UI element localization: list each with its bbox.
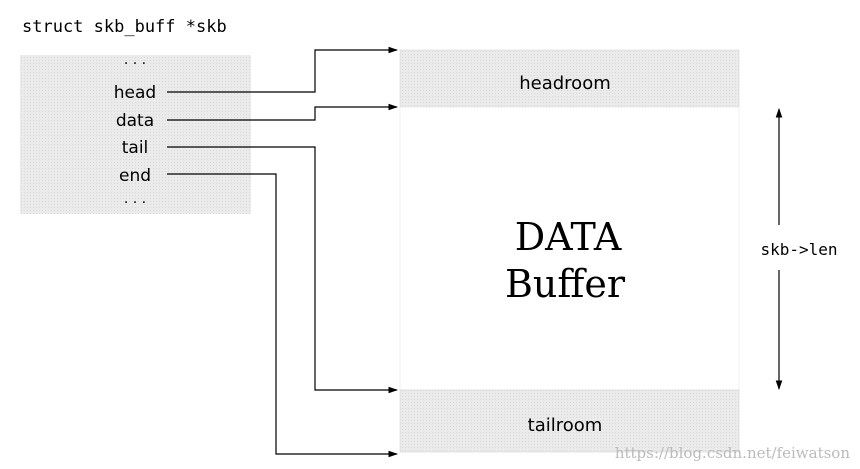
struct-ellipsis-bottom: · · ·: [124, 195, 146, 211]
length-label: skb->len: [760, 240, 837, 259]
struct-box: [20, 55, 251, 214]
field-data: data: [116, 111, 154, 131]
data-buffer-title-line1: DATA: [515, 215, 622, 259]
tailroom-label: tailroom: [528, 415, 603, 436]
watermark: https://blog.csdn.net/feiwatson: [615, 444, 850, 462]
data-buffer-title-line2: Buffer: [505, 262, 626, 306]
tail-pointer-arrow: [167, 146, 398, 394]
field-end: end: [119, 166, 151, 186]
tailroom-region: [399, 389, 740, 453]
data-pointer-arrow: [167, 103, 398, 121]
field-tail: tail: [122, 138, 149, 158]
struct-ellipsis-top: · · ·: [124, 56, 146, 72]
headroom-label: headroom: [519, 73, 611, 94]
struct-title: struct skb_buff *skb: [22, 17, 227, 37]
head-pointer-arrow: [167, 46, 398, 93]
data-buffer-region: [399, 106, 740, 391]
end-pointer-arrow: [167, 173, 398, 458]
field-head: head: [114, 83, 156, 103]
headroom-region: [399, 49, 740, 108]
